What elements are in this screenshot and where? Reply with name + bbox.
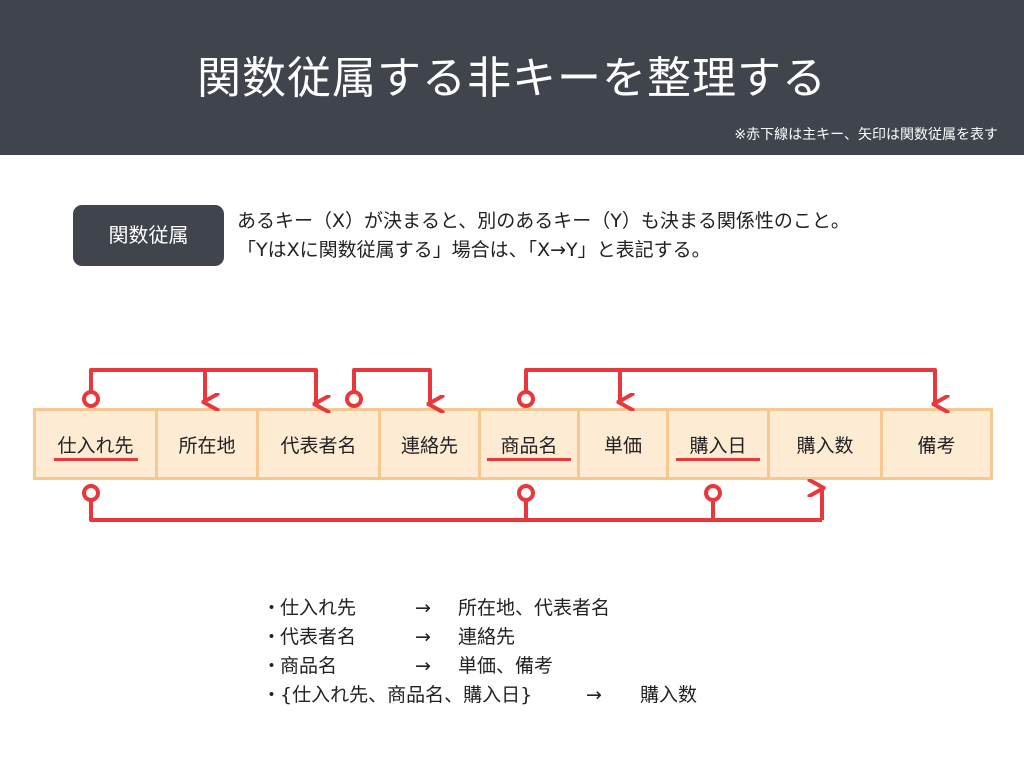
attr-label-4: 商品名 <box>500 431 557 458</box>
attribute-table: 仕入れ先 所在地 代表者名 連絡先 商品名 単価 購入日 購入数 備考 <box>33 408 993 480</box>
attr-cell-2: 代表者名 <box>256 411 378 477</box>
dep-origin-4b <box>517 484 535 502</box>
bullet: ・ <box>262 684 282 706</box>
bullet: ・ <box>262 655 282 677</box>
dependency-list: ・ 仕入れ先 → 所在地、代表者名 ・ 代表者名 → 連絡先 ・ 商品名 → 単… <box>262 594 697 710</box>
attr-label-1: 所在地 <box>178 434 236 457</box>
attr-label-5: 単価 <box>603 434 642 457</box>
page-title: 関数従属する非キーを整理する <box>197 53 827 104</box>
header-bar: 関数従属する非キーを整理する ※赤下線は主キー、矢印は関数従属を表す <box>0 0 1024 155</box>
attr-label-6: 購入日 <box>689 431 746 458</box>
dependency-lhs: 仕入れ先 <box>280 597 357 619</box>
attr-cell-0: 仕入れ先 <box>33 411 155 477</box>
attr-label-7: 購入数 <box>796 434 854 457</box>
attr-label-2: 代表者名 <box>280 434 357 457</box>
dep-arrow-line-2 <box>352 368 432 403</box>
attr-cell-3: 連絡先 <box>378 411 478 477</box>
bullet: ・ <box>262 597 282 619</box>
attr-cell-5: 単価 <box>577 411 666 477</box>
dependency-rhs: 所在地、代表者名 <box>458 597 611 619</box>
dependency-lhs: {仕入れ先、商品名、購入日} <box>280 684 533 706</box>
dependency-arrow: → <box>586 684 602 706</box>
attr-cell-6: 購入日 <box>666 411 767 477</box>
dependency-row: ・ 仕入れ先 → 所在地、代表者名 <box>262 594 697 623</box>
attr-label-3: 連絡先 <box>400 434 458 457</box>
dep-origin-4c <box>704 484 722 502</box>
definition-badge: 関数従属 <box>73 205 224 266</box>
attr-cell-8: 備考 <box>880 411 993 477</box>
dep-origin-3 <box>517 390 535 408</box>
dependency-lhs: 代表者名 <box>280 626 357 648</box>
definition-line-2: 「YはXに関数従属する」場合は、「X→Y」と表記する。 <box>237 239 711 261</box>
definition-line-1: あるキー（X）が決まると、別のあるキー（Y）も決まる関係性のこと。 <box>237 210 850 232</box>
dependency-arrow: → <box>415 655 431 677</box>
dependency-rhs: 連絡先 <box>458 626 516 648</box>
dep-origin-4a <box>82 484 100 502</box>
dependency-rhs: 購入数 <box>640 684 698 706</box>
dependency-row: ・ {仕入れ先、商品名、購入日} → 購入数 <box>262 681 697 710</box>
dep-origin-2 <box>345 390 363 408</box>
dependency-arrow: → <box>415 597 431 619</box>
attr-label-8: 備考 <box>917 434 956 457</box>
legend-note: ※赤下線は主キー、矢印は関数従属を表す <box>734 127 998 143</box>
dependency-row: ・ 商品名 → 単価、備考 <box>262 652 697 681</box>
dependency-row: ・ 代表者名 → 連絡先 <box>262 623 697 652</box>
dep-arrow-line-4 <box>89 500 822 522</box>
attr-cell-7: 購入数 <box>767 411 880 477</box>
bullet: ・ <box>262 626 282 648</box>
attr-label-0: 仕入れ先 <box>57 431 133 458</box>
dep-arrow-line-1 <box>89 368 318 403</box>
attr-cell-1: 所在地 <box>155 411 256 477</box>
attr-cell-4: 商品名 <box>478 411 577 477</box>
dep-origin-1 <box>82 390 100 408</box>
dependency-rhs: 単価、備考 <box>458 655 554 677</box>
dependency-lhs: 商品名 <box>280 655 338 677</box>
dependency-arrow: → <box>415 626 431 648</box>
dep-arrow-line-3 <box>524 368 937 403</box>
